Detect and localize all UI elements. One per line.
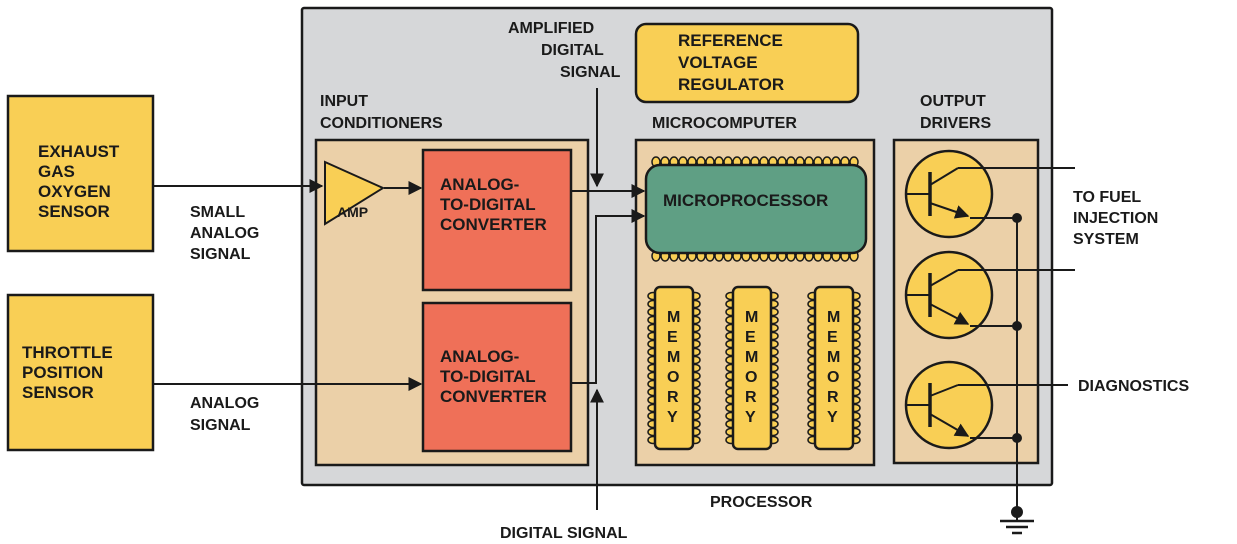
exhaust-sensor-label: EXHAUST GAS OXYGEN SENSOR	[38, 142, 124, 221]
transistor-2	[904, 250, 994, 340]
memory-chip-1-label: M E M O R Y	[667, 309, 685, 426]
throttle-sensor-box: THROTTLE POSITION SENSOR	[6, 293, 155, 452]
memory-chip-2-label: M E M O R Y	[745, 309, 763, 426]
throttle-sensor-label: THROTTLE POSITION SENSOR	[22, 343, 117, 402]
analog-signal-label: ANALOG SIGNAL	[190, 395, 264, 434]
converter-top: ANALOG- TO-DIGITAL CONVERTER	[421, 148, 573, 292]
converter-bottom: ANALOG- TO-DIGITAL CONVERTER	[421, 301, 573, 453]
exhaust-sensor-box: EXHAUST GAS OXYGEN SENSOR	[6, 94, 155, 253]
small-analog-signal-label: SMALL ANALOG SIGNAL	[190, 204, 264, 263]
input-conditioners-title: INPUT CONDITIONERS	[320, 93, 443, 132]
processor-label: PROCESSOR	[710, 494, 813, 511]
microprocessor-label: MICROPROCESSOR	[663, 191, 828, 210]
memory-chip-3-label: M E M O R Y	[827, 309, 845, 426]
output-drivers-title: OUTPUT DRIVERS	[920, 93, 991, 132]
memory-chip-1: M E M O R Y	[653, 285, 695, 451]
memory-pins	[647, 291, 861, 445]
output-wiring	[958, 167, 1075, 535]
transistor-1	[904, 149, 994, 239]
reference-voltage-regulator: REFERENCE VOLTAGE REGULATOR	[634, 22, 860, 104]
converter-top-label: ANALOG- TO-DIGITAL CONVERTER	[440, 175, 547, 234]
reference-regulator-label: REFERENCE VOLTAGE REGULATOR	[678, 31, 788, 94]
transistor-3	[904, 360, 994, 450]
amplified-digital-signal-label: AMPLIFIED DIGITAL SIGNAL	[508, 20, 621, 81]
microprocessor-chip: MICROPROCESSOR	[644, 163, 868, 255]
diagnostics-label: DIAGNOSTICS	[1078, 378, 1189, 395]
converter-bottom-label: ANALOG- TO-DIGITAL CONVERTER	[440, 347, 547, 406]
input-wiring	[154, 88, 646, 510]
amplifier: AMP	[324, 160, 386, 226]
memory-chip-3: M E M O R Y	[813, 285, 855, 451]
amp-label: AMP	[337, 204, 368, 220]
digital-signal-label: DIGITAL SIGNAL	[500, 525, 628, 542]
fuel-injection-label: TO FUEL INJECTION SYSTEM	[1073, 189, 1163, 248]
microcomputer-title: MICROCOMPUTER	[652, 115, 797, 132]
memory-chip-2: M E M O R Y	[731, 285, 773, 451]
